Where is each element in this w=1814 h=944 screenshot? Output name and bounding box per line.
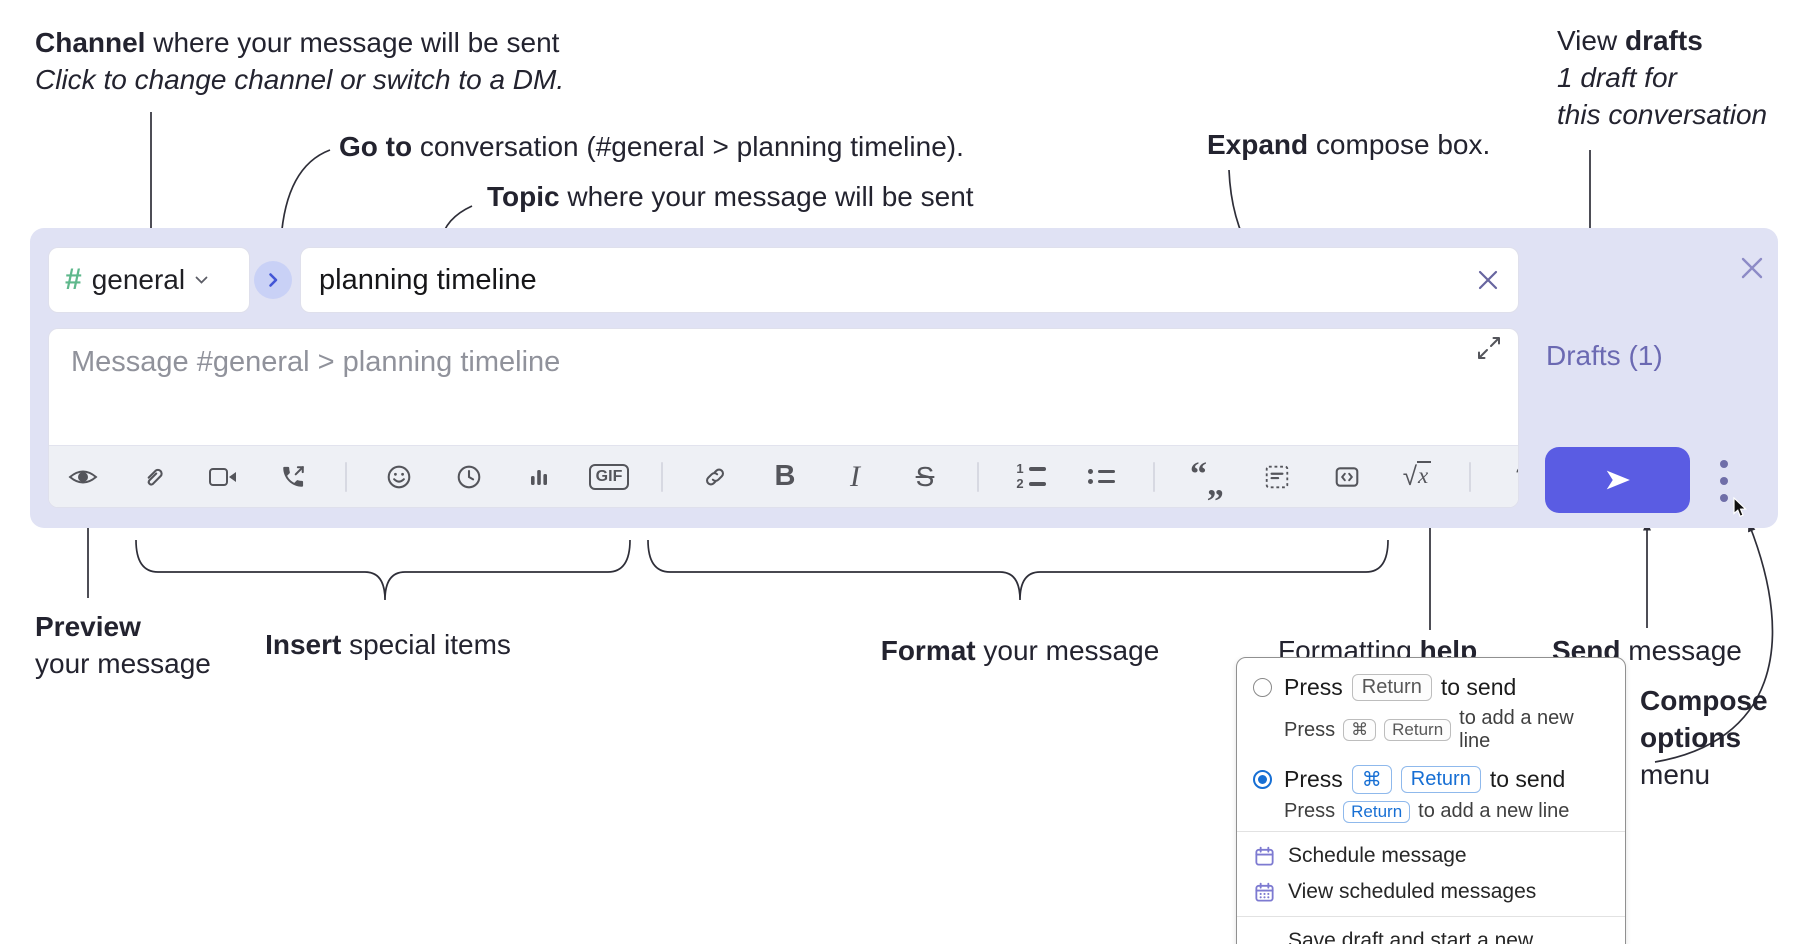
format-annotation: Format your message bbox=[880, 635, 1160, 666]
mouse-cursor bbox=[1733, 497, 1748, 518]
toolbar-divider bbox=[345, 461, 347, 492]
cmd-keycap: ⌘ bbox=[1343, 719, 1377, 741]
video-icon[interactable] bbox=[203, 457, 243, 497]
recent-clock-icon[interactable] bbox=[449, 457, 489, 497]
go-to-conversation-button[interactable] bbox=[254, 261, 292, 299]
blockquote-icon[interactable]: “„ bbox=[1190, 455, 1224, 503]
menu-item-schedule-message[interactable]: Schedule message bbox=[1237, 838, 1625, 874]
italic-icon[interactable]: I bbox=[850, 459, 860, 493]
topic-value: planning timeline bbox=[319, 263, 537, 296]
channel-name: general bbox=[91, 264, 186, 295]
menu-option-cmd-return-subtext: Press Return to add a new line bbox=[1284, 800, 1570, 823]
link-icon[interactable] bbox=[695, 457, 735, 497]
send-plane-icon bbox=[1606, 470, 1630, 490]
chevron-down-icon bbox=[195, 276, 208, 284]
compose-options-annotation: Compose options menu bbox=[1640, 685, 1768, 790]
calendar-scheduled-icon bbox=[1253, 881, 1276, 904]
return-keycap: Return bbox=[1351, 674, 1432, 701]
goto-annotation: Go to conversation (#general > planning … bbox=[339, 131, 964, 162]
insert-annotation: Insert special items bbox=[265, 629, 511, 660]
menu-option-return-to-send[interactable]: Press Return to send bbox=[1237, 670, 1625, 705]
poll-chart-icon[interactable] bbox=[519, 457, 559, 497]
return-keycap: Return bbox=[1400, 766, 1481, 793]
view-drafts-annotation: View drafts 1 draft for this conversatio… bbox=[1557, 25, 1768, 130]
emoji-icon[interactable] bbox=[379, 457, 419, 497]
ordered-list-icon[interactable]: 1 2 bbox=[1011, 457, 1051, 497]
drafts-link[interactable]: Drafts (1) bbox=[1546, 340, 1663, 371]
gif-icon[interactable]: GIF bbox=[588, 457, 630, 497]
cmd-keycap: ⌘ bbox=[1351, 765, 1392, 794]
chevron-right-icon bbox=[269, 273, 278, 287]
topic-annotation: Topic where your message will be sent bbox=[487, 181, 974, 212]
return-keycap: Return bbox=[1384, 719, 1452, 741]
bold-icon[interactable]: B bbox=[774, 460, 796, 492]
compose-options-button[interactable] bbox=[1710, 456, 1738, 506]
message-card: Message #general > planning timeline bbox=[48, 328, 1519, 508]
toolbar-divider bbox=[661, 461, 663, 492]
radio-unselected-icon[interactable] bbox=[1253, 678, 1272, 697]
preview-eye-icon[interactable] bbox=[63, 457, 103, 497]
menu-divider bbox=[1237, 831, 1625, 832]
attach-paperclip-icon[interactable] bbox=[133, 457, 173, 497]
formula-icon[interactable]: √x bbox=[1397, 457, 1437, 497]
channel-selector[interactable]: # general bbox=[48, 247, 250, 313]
toolbar-divider bbox=[977, 461, 979, 492]
menu-item-view-scheduled-messages[interactable]: View scheduled messages bbox=[1237, 874, 1625, 910]
toolbar-divider bbox=[1153, 461, 1155, 492]
message-input[interactable]: Message #general > planning timeline bbox=[49, 329, 1518, 445]
menu-divider bbox=[1237, 916, 1625, 917]
inline-code-icon[interactable] bbox=[1327, 457, 1367, 497]
audio-call-icon[interactable] bbox=[273, 457, 313, 497]
menu-option-return-subtext: Press ⌘ Return to add a new line bbox=[1284, 707, 1574, 752]
channel-annotation: Channel where your message will be sent … bbox=[35, 27, 565, 95]
menu-item-save-draft[interactable]: Save draft and start a new message bbox=[1237, 923, 1625, 944]
menu-option-cmd-return-to-send[interactable]: Press ⌘ Return to send bbox=[1237, 761, 1625, 798]
close-icon[interactable] bbox=[1738, 254, 1766, 282]
calendar-icon bbox=[1253, 845, 1276, 868]
compose-toolbar: GIF B I S 1 2 “„ bbox=[49, 445, 1518, 507]
formatting-help-icon[interactable]: ? bbox=[1503, 457, 1518, 497]
message-placeholder: Message #general > planning timeline bbox=[71, 346, 561, 378]
expand-annotation: Expand compose box. bbox=[1207, 129, 1491, 160]
return-keycap: Return bbox=[1343, 800, 1411, 823]
compose-options-menu: Press Return to send Press ⌘ Return to a… bbox=[1236, 657, 1626, 944]
code-block-icon[interactable] bbox=[1257, 457, 1297, 497]
radio-selected-icon[interactable] bbox=[1253, 770, 1272, 789]
topic-input[interactable]: planning timeline bbox=[300, 247, 1519, 313]
expand-compose-icon[interactable] bbox=[1476, 335, 1502, 361]
bulleted-list-icon[interactable] bbox=[1081, 457, 1121, 497]
preview-annotation: Preview your message bbox=[35, 611, 211, 679]
toolbar-divider bbox=[1469, 461, 1471, 492]
channel-hash-icon: # bbox=[65, 263, 82, 296]
clear-topic-icon[interactable] bbox=[1476, 268, 1500, 292]
send-button[interactable] bbox=[1545, 447, 1690, 513]
strikethrough-icon[interactable]: S bbox=[915, 460, 935, 492]
